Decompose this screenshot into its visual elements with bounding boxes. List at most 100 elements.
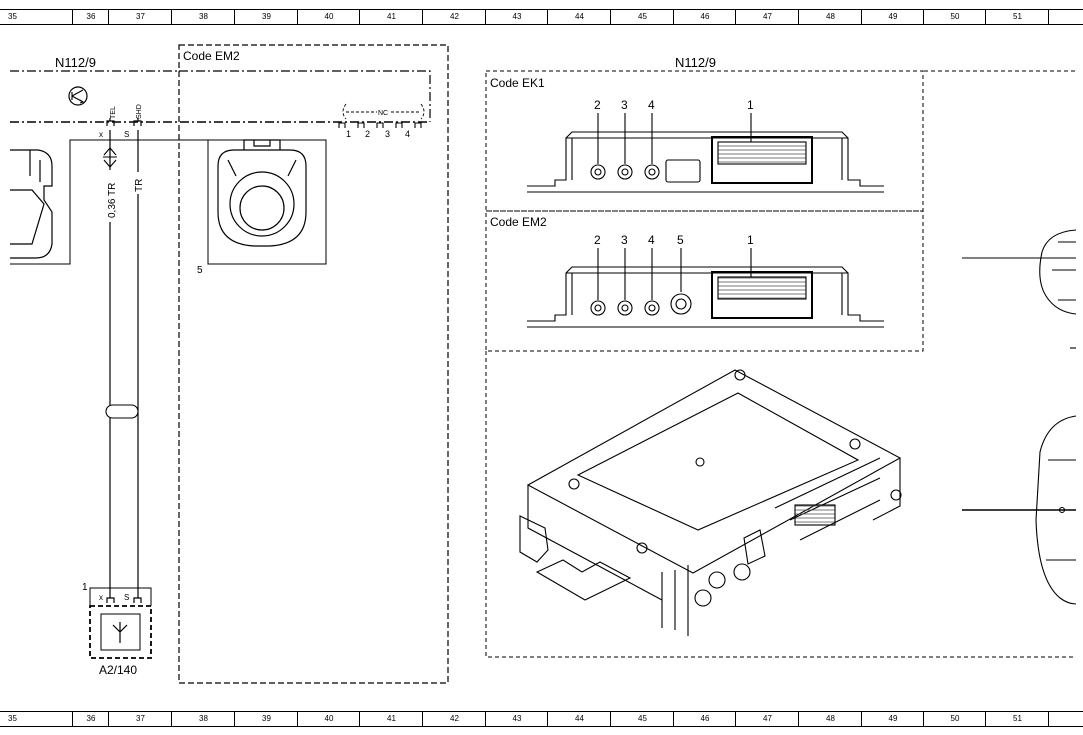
ruler-column-50: 50: [923, 712, 986, 726]
antenna-designation: A2/140: [99, 663, 137, 677]
pin-x-label: x: [99, 130, 103, 139]
right-module-n112-9: N112/9 Code EK1 2 3 4 1 Code EM2: [485, 55, 1077, 658]
antenna-pin-x: x: [99, 593, 103, 602]
ruler-column-51: 51: [985, 712, 1049, 726]
ruler-column-43: 43: [485, 712, 548, 726]
ruler-column-35: 35: [8, 714, 17, 723]
em2-callout-3: 3: [621, 233, 628, 247]
antenna-pin-s: S: [124, 593, 129, 602]
ruler-column-37: 37: [108, 10, 172, 24]
transistor-icon: [68, 86, 88, 106]
ek1-callout-2: 2: [594, 98, 601, 112]
left-module-n112-9: N112/9 TEL SHD x S: [10, 55, 430, 265]
code-em2-region: Code EM2 NC 1 2 3 4 5: [178, 44, 449, 684]
nc-pin-4: 4: [405, 129, 410, 139]
nc-bracket: [342, 103, 425, 120]
em2-connector-callout: 5: [197, 265, 203, 276]
ruler-column-41: 41: [359, 10, 423, 24]
ruler-column-40: 40: [297, 10, 360, 24]
nc-label: NC: [378, 110, 388, 117]
nc-pin-3: 3: [385, 129, 390, 139]
connector-socket-tel: [106, 118, 115, 126]
em2-callout-5: 5: [677, 233, 684, 247]
ruler-column-50: 50: [923, 10, 986, 24]
left-module-designation: N112/9: [55, 55, 96, 70]
ruler-column-46: 46: [673, 10, 736, 24]
ruler-column-38: 38: [171, 712, 235, 726]
connector-socket-shd: [133, 118, 142, 126]
ruler-column-36: 36: [72, 712, 109, 726]
nc-pin-1: 1: [346, 129, 351, 139]
pin-tel-label: TEL: [110, 106, 117, 119]
ruler-column-47: 47: [735, 712, 799, 726]
ruler-column-45: 45: [610, 712, 674, 726]
ruler-column-42: 42: [422, 712, 486, 726]
antenna-icon: [112, 622, 128, 643]
wire-mask-1: [105, 170, 115, 222]
ruler-end-line: [1048, 712, 1049, 726]
right-module-outer: [485, 351, 1076, 658]
ruler-column-44: 44: [547, 10, 611, 24]
ruler-column-39: 39: [234, 10, 298, 24]
ruler-column-51: 51: [985, 10, 1049, 24]
antenna-dashed-box: [89, 605, 152, 659]
wire-1-label: 0,36 TR: [107, 183, 118, 218]
em2-connector-frame: [207, 140, 327, 265]
wire-mask-2: [133, 172, 143, 194]
ruler-column-47: 47: [735, 10, 799, 24]
ground-symbol-icon: [103, 147, 117, 168]
ruler-column-42: 42: [422, 10, 486, 24]
em2-callout-4: 4: [648, 233, 655, 247]
ruler-column-48: 48: [798, 10, 862, 24]
antenna-sockets: [106, 597, 142, 603]
right-module-designation: N112/9: [675, 55, 716, 70]
wire-2-label: TR: [134, 179, 145, 192]
antenna-frame: [89, 587, 152, 606]
antenna-body: [100, 613, 141, 651]
em2-callout-1: 1: [747, 233, 754, 247]
wire-bundle: 0,36 TR TR: [103, 130, 145, 598]
em2-panel-title: Code EM2: [490, 215, 547, 229]
ruler-column-36: 36: [72, 10, 109, 24]
code-em2-boundary: [178, 44, 449, 684]
wire-sleeve: [105, 404, 139, 419]
ek1-device-drawing: [527, 113, 884, 193]
ruler-column-46: 46: [673, 712, 736, 726]
ek1-callout-4: 4: [648, 98, 655, 112]
em2-panel: [485, 210, 924, 352]
em2-callout-2: 2: [594, 233, 601, 247]
ruler-column-45: 45: [610, 10, 674, 24]
ruler-column-39: 39: [234, 712, 298, 726]
ruler-column-44: 44: [547, 712, 611, 726]
pin-s-label: S: [124, 130, 129, 139]
ruler-column-35: 35: [8, 12, 17, 21]
pin-shd-label: SHD: [136, 104, 143, 119]
nc-pin-2: 2: [365, 129, 370, 139]
em2-device-drawing: [527, 248, 884, 328]
ek1-callout-3: 3: [621, 98, 628, 112]
ruler-column-38: 38: [171, 10, 235, 24]
ruler-column-40: 40: [297, 712, 360, 726]
ruler-column-49: 49: [861, 10, 924, 24]
ruler-column-43: 43: [485, 10, 548, 24]
em2-connector-boundary: [179, 70, 431, 122]
ek1-panel: [485, 70, 924, 212]
ruler-column-41: 41: [359, 712, 423, 726]
left-connector-drawing: [10, 149, 53, 259]
antenna-callout: 1: [82, 582, 88, 593]
isometric-control-unit-drawing: [519, 369, 902, 636]
ek1-title: Code EK1: [490, 76, 545, 90]
nc-pin-sockets: [338, 122, 422, 128]
em2-round-connector-drawing: [217, 139, 307, 247]
ruler-column-49: 49: [861, 712, 924, 726]
right-edge-partial-drawings: [962, 229, 1077, 605]
ek1-callout-1: 1: [747, 98, 754, 112]
ruler-end-line: [1048, 10, 1049, 24]
ruler-column-48: 48: [798, 712, 862, 726]
ruler-column-37: 37: [108, 712, 172, 726]
antenna-a2-140: 1 x S A2/140: [82, 582, 152, 677]
code-em2-title: Code EM2: [183, 49, 240, 63]
